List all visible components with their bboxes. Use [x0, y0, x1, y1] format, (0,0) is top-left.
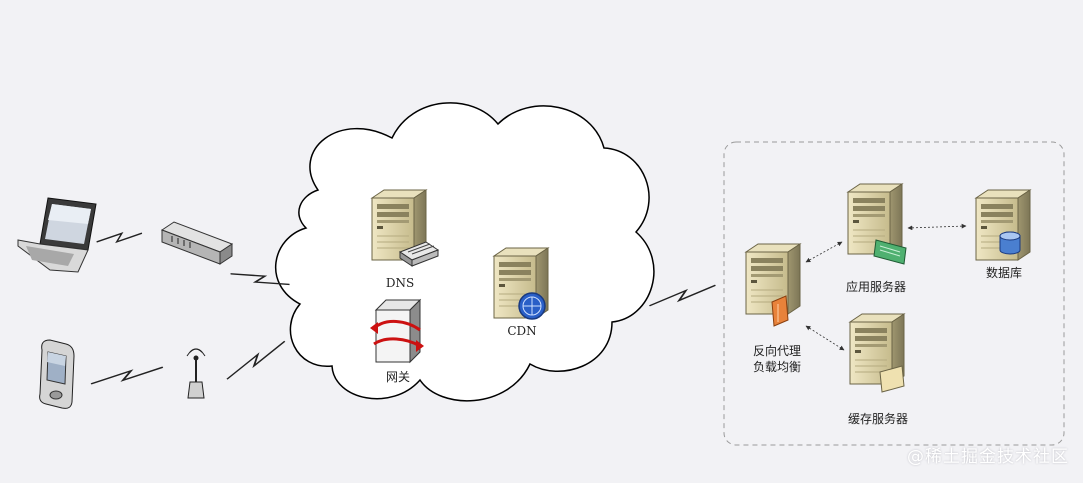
- gateway-icon: [370, 298, 424, 364]
- database-label: 数据库: [985, 266, 1022, 280]
- app-server-icon: [847, 183, 907, 265]
- cdn-server-icon: [493, 247, 549, 320]
- laptop-icon: [17, 197, 97, 273]
- proxy-label-line1: 反向代理: [752, 344, 801, 358]
- handheld-device-icon: [39, 339, 75, 409]
- app-db-arrow: [907, 223, 967, 231]
- app-server-label: 应用服务器: [845, 280, 906, 294]
- cdn-label: CDN: [507, 324, 537, 338]
- antenna-icon: [186, 348, 206, 399]
- cache-server-icon: [849, 313, 905, 393]
- dns-label: DNS: [385, 276, 415, 290]
- internet-cloud: [275, 102, 655, 402]
- gateway-label: 网关: [385, 370, 410, 384]
- cache-server-label: 缓存服务器: [847, 412, 908, 426]
- dns-server-icon: [371, 189, 440, 267]
- watermark: @稀土掘金技术社区: [907, 447, 1069, 467]
- database-server-icon: [975, 189, 1031, 261]
- proxy-app-arrow: [805, 241, 843, 263]
- proxy-label-line2: 负载均衡: [752, 360, 801, 374]
- server-cluster-boundary: [723, 141, 1065, 446]
- proxy-cache-arrow: [805, 325, 845, 351]
- modem-icon: [160, 221, 234, 265]
- reverse-proxy-server-icon: [745, 243, 801, 327]
